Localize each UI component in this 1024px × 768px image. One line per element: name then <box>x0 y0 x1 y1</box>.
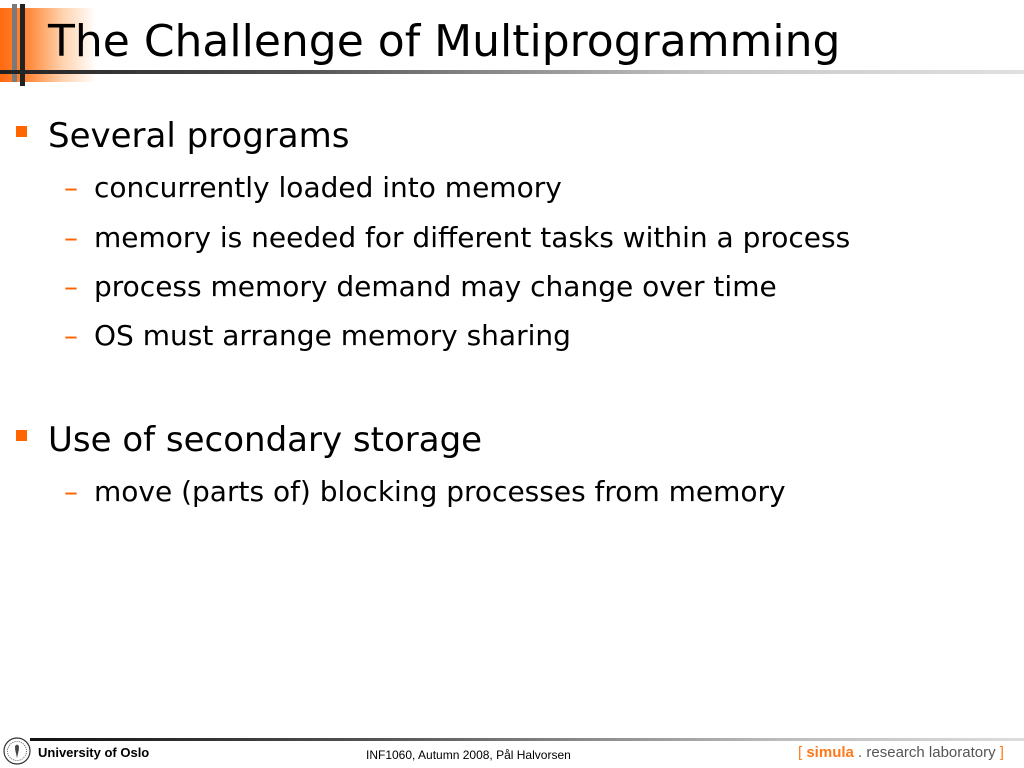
subitem-concurrently-loaded: concurrently loaded into memory <box>94 171 562 204</box>
dash-icon: – <box>64 319 78 352</box>
lab-bracket-open: [ <box>798 744 803 761</box>
bullet-square-icon <box>16 430 27 441</box>
subitem-move-blocking: move (parts of) blocking processes from … <box>94 475 786 508</box>
footer-course-info: INF1060, Autumn 2008, Pål Halvorsen <box>366 748 571 762</box>
dash-icon: – <box>64 221 78 254</box>
lab-bracket-close: ] <box>999 744 1004 761</box>
subitem-memory-demand: process memory demand may change over ti… <box>94 270 777 303</box>
footer-university: University of Oslo <box>38 745 150 760</box>
slide-title: The Challenge of Multiprogramming <box>48 16 841 67</box>
subitem-os-sharing: OS must arrange memory sharing <box>94 319 571 352</box>
dash-icon: – <box>64 475 78 508</box>
bullet-square-icon <box>16 126 27 137</box>
footer-rule <box>30 738 1024 741</box>
bullet-several-programs: Several programs <box>48 116 350 156</box>
title-bar-left <box>12 4 17 82</box>
lab-dot: . <box>858 744 863 761</box>
subitem-memory-needed: memory is needed for different tasks wit… <box>94 221 851 254</box>
dash-icon: – <box>64 171 78 204</box>
title-bar-right <box>20 4 25 86</box>
university-seal-icon <box>3 737 31 765</box>
lab-simula: simula <box>806 744 854 761</box>
dash-icon: – <box>64 270 78 303</box>
lab-research: research laboratory <box>866 744 996 761</box>
footer-lab-logo: [ simula . research laboratory ] <box>798 744 1004 761</box>
title-rule <box>0 70 1024 74</box>
bullet-secondary-storage: Use of secondary storage <box>48 420 483 460</box>
